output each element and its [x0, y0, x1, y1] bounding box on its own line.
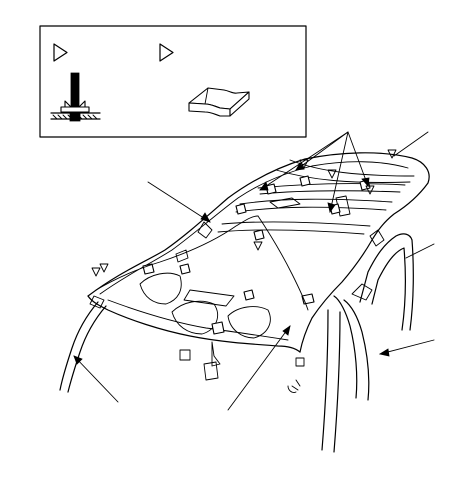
- foam-pad-icon: [188, 87, 250, 117]
- pillar-trim-callout: [379, 339, 435, 355]
- grab-handle-callout: [227, 325, 291, 411]
- wire-harness: [95, 215, 309, 393]
- pad-callout: [259, 131, 349, 191]
- pad-callout: [295, 131, 349, 171]
- legend-frame: [39, 25, 307, 138]
- clip-fastener-icon: [50, 72, 101, 122]
- triangle-marker-icon: [159, 43, 174, 62]
- headliner-panel: [87, 149, 430, 353]
- front-pillar-callout: [73, 355, 119, 403]
- wire-harness-callout: [147, 181, 211, 223]
- legend-box: [39, 25, 307, 138]
- pad-callout: [347, 131, 369, 187]
- headliner-callout: [393, 131, 429, 157]
- center-pillar-trim: [321, 295, 370, 453]
- callout-leaders: [73, 131, 435, 411]
- front-pillar-trim: [59, 295, 107, 393]
- rear-pillar-trim: [351, 229, 414, 331]
- triangle-marker-icon: [53, 43, 68, 62]
- rear-pillar-callout: [405, 243, 435, 259]
- pad-callout: [329, 131, 349, 213]
